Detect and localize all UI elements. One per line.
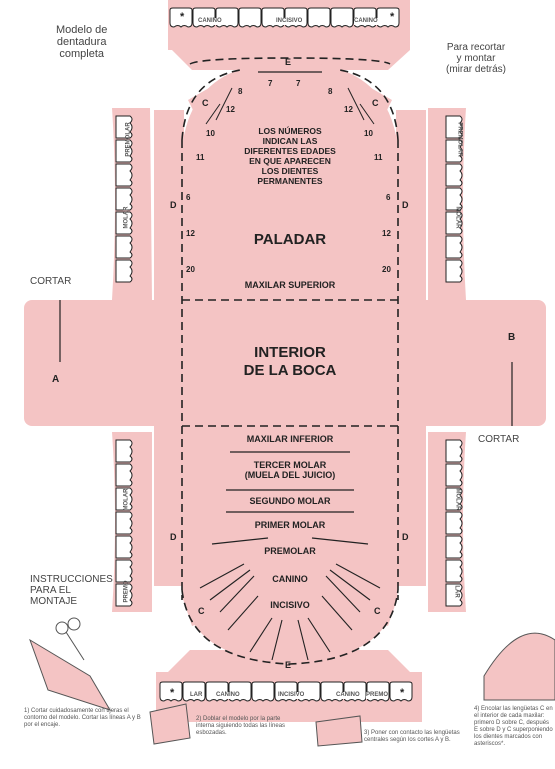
upper-asterisk-right: * — [390, 11, 395, 23]
label-canine: CANINO — [272, 574, 308, 584]
side-molar-lower-right: MOLAR — [454, 488, 461, 511]
tab-d-upper-right — [396, 110, 426, 300]
letter-e-upper: E — [285, 57, 292, 67]
lower-asterisk-left: * — [170, 687, 175, 699]
mouth-interior-label: INTERIOR DE LA BOCA — [243, 344, 337, 379]
tab-e-upper — [172, 50, 410, 70]
contact-sketch — [315, 715, 363, 747]
upper-jaw-label: MAXILAR SUPERIOR — [244, 280, 336, 290]
age-7-right: 7 — [296, 79, 301, 88]
upper-palate — [182, 62, 398, 300]
upper-canine-right-label: CANINO — [354, 18, 378, 25]
age-20-right: 20 — [382, 265, 391, 274]
age-12-left: 12 — [186, 229, 195, 238]
letter-d-lower-left: D — [170, 532, 177, 542]
cut-label-left: CORTAR — [30, 276, 72, 287]
age-10-right: 10 — [364, 129, 373, 138]
side-premo-lower-left: PREMO — [123, 580, 130, 603]
tab-c-upper-left — [188, 84, 228, 120]
age-20-left: 20 — [186, 265, 195, 274]
side-premolar-upper-right: PREMOLAR — [456, 122, 463, 157]
age-12-top-right: 12 — [344, 105, 353, 114]
fold-lines — [181, 57, 399, 665]
letter-a: A — [52, 374, 60, 385]
letter-d-upper-left: D — [170, 200, 177, 210]
upper-asterisk-left: * — [180, 11, 185, 23]
letter-d-lower-right: D — [402, 532, 409, 542]
lower-premo-label: PREMO — [366, 692, 389, 699]
age-8-left: 8 — [238, 87, 243, 96]
instruction-step-4: 4) Encolar las lengüetas C en el interio… — [474, 706, 553, 747]
lower-canine-right-label: CANINO — [336, 692, 360, 699]
side-molar-upper-right: MOLAR — [454, 206, 461, 229]
side-lar-lower-right: LAR — [453, 585, 460, 598]
age-12-top-left: 12 — [226, 105, 235, 114]
fold-sketch — [149, 703, 191, 745]
age-lines — [205, 87, 375, 125]
instruction-step-2: 2) Doblar el modelo por la parte interna… — [196, 716, 286, 736]
denture-sketch — [483, 632, 555, 701]
side-teeth-lower-right — [445, 439, 463, 607]
age-11-left: 11 — [196, 153, 205, 162]
tab-e-lower — [168, 650, 410, 672]
label-first-molar: PRIMER MOLAR — [254, 520, 326, 530]
scissors-sketch — [29, 638, 112, 711]
instruction-step-3: 3) Poner con contacto las lengüetas cent… — [364, 730, 460, 743]
side-molar-upper-left: MOLAR — [123, 206, 130, 229]
letter-d-upper-right: D — [402, 200, 409, 210]
upper-canine-left-label: CANINO — [198, 18, 222, 25]
mouth-interior-band — [24, 300, 546, 426]
label-second-molar: SEGUNDO MOLAR — [249, 496, 331, 506]
lower-asterisk-right: * — [400, 687, 405, 699]
letter-c-lower-left: C — [198, 606, 205, 616]
lower-incisor-label: INCISIVO — [278, 692, 305, 699]
age-7-left: 7 — [268, 79, 273, 88]
tab-d-lower-left — [154, 426, 184, 586]
label-incisor: INCISIVO — [270, 600, 310, 610]
label-premolar: PREMOLAR — [264, 546, 316, 556]
age-11-right: 11 — [374, 153, 383, 162]
age-10-left: 10 — [206, 129, 215, 138]
age-8-right: 8 — [328, 87, 333, 96]
letter-b: B — [508, 332, 516, 343]
instruction-step-1: 1) Cortar cuidadosamente con tijeras el … — [24, 708, 141, 728]
age-12-right: 12 — [382, 229, 391, 238]
cut-and-mount-note: Para recortar y montar (mirar detrás) — [446, 42, 507, 75]
ages-note: LOS NÚMEROS INDICAN LAS DIFERENTES EDADE… — [244, 126, 336, 186]
letter-e-lower: E — [285, 660, 292, 670]
side-premolar-upper-left: PREMOLAR — [125, 122, 132, 157]
tab-d-upper-left — [154, 110, 184, 300]
tab-c-upper-right — [352, 84, 392, 120]
side-molar-lower-left: MOLAR — [123, 488, 130, 511]
cut-lines — [59, 71, 513, 545]
instructions-title: INSTRUCCIONES PARA EL MONTAJE — [30, 574, 113, 607]
label-third-molar: TERCER MOLAR (MUELA DEL JUICIO) — [244, 460, 336, 480]
age-6-left: 6 — [186, 193, 191, 202]
age-6-right: 6 — [386, 193, 391, 202]
cut-label-right: CORTAR — [478, 434, 520, 445]
palate-label: PALADAR — [253, 231, 327, 248]
lower-jaw-label: MAXILAR INFERIOR — [246, 434, 334, 444]
lower-palate — [182, 426, 398, 662]
letter-c-lower-right: C — [374, 606, 381, 616]
model-title: Modelo de dentadura completa — [56, 24, 108, 60]
letter-c-upper-right: C — [372, 98, 379, 108]
letter-c-upper-left: C — [202, 98, 209, 108]
lower-canine-left-label: CANINO — [216, 692, 240, 699]
tab-d-lower-right — [396, 426, 426, 586]
instruction-illustrations — [29, 617, 555, 747]
lower-lar-label: LAR — [190, 692, 203, 699]
upper-incisor-label: INCISIVO — [276, 18, 303, 25]
tooth-position-lines — [199, 563, 381, 661]
